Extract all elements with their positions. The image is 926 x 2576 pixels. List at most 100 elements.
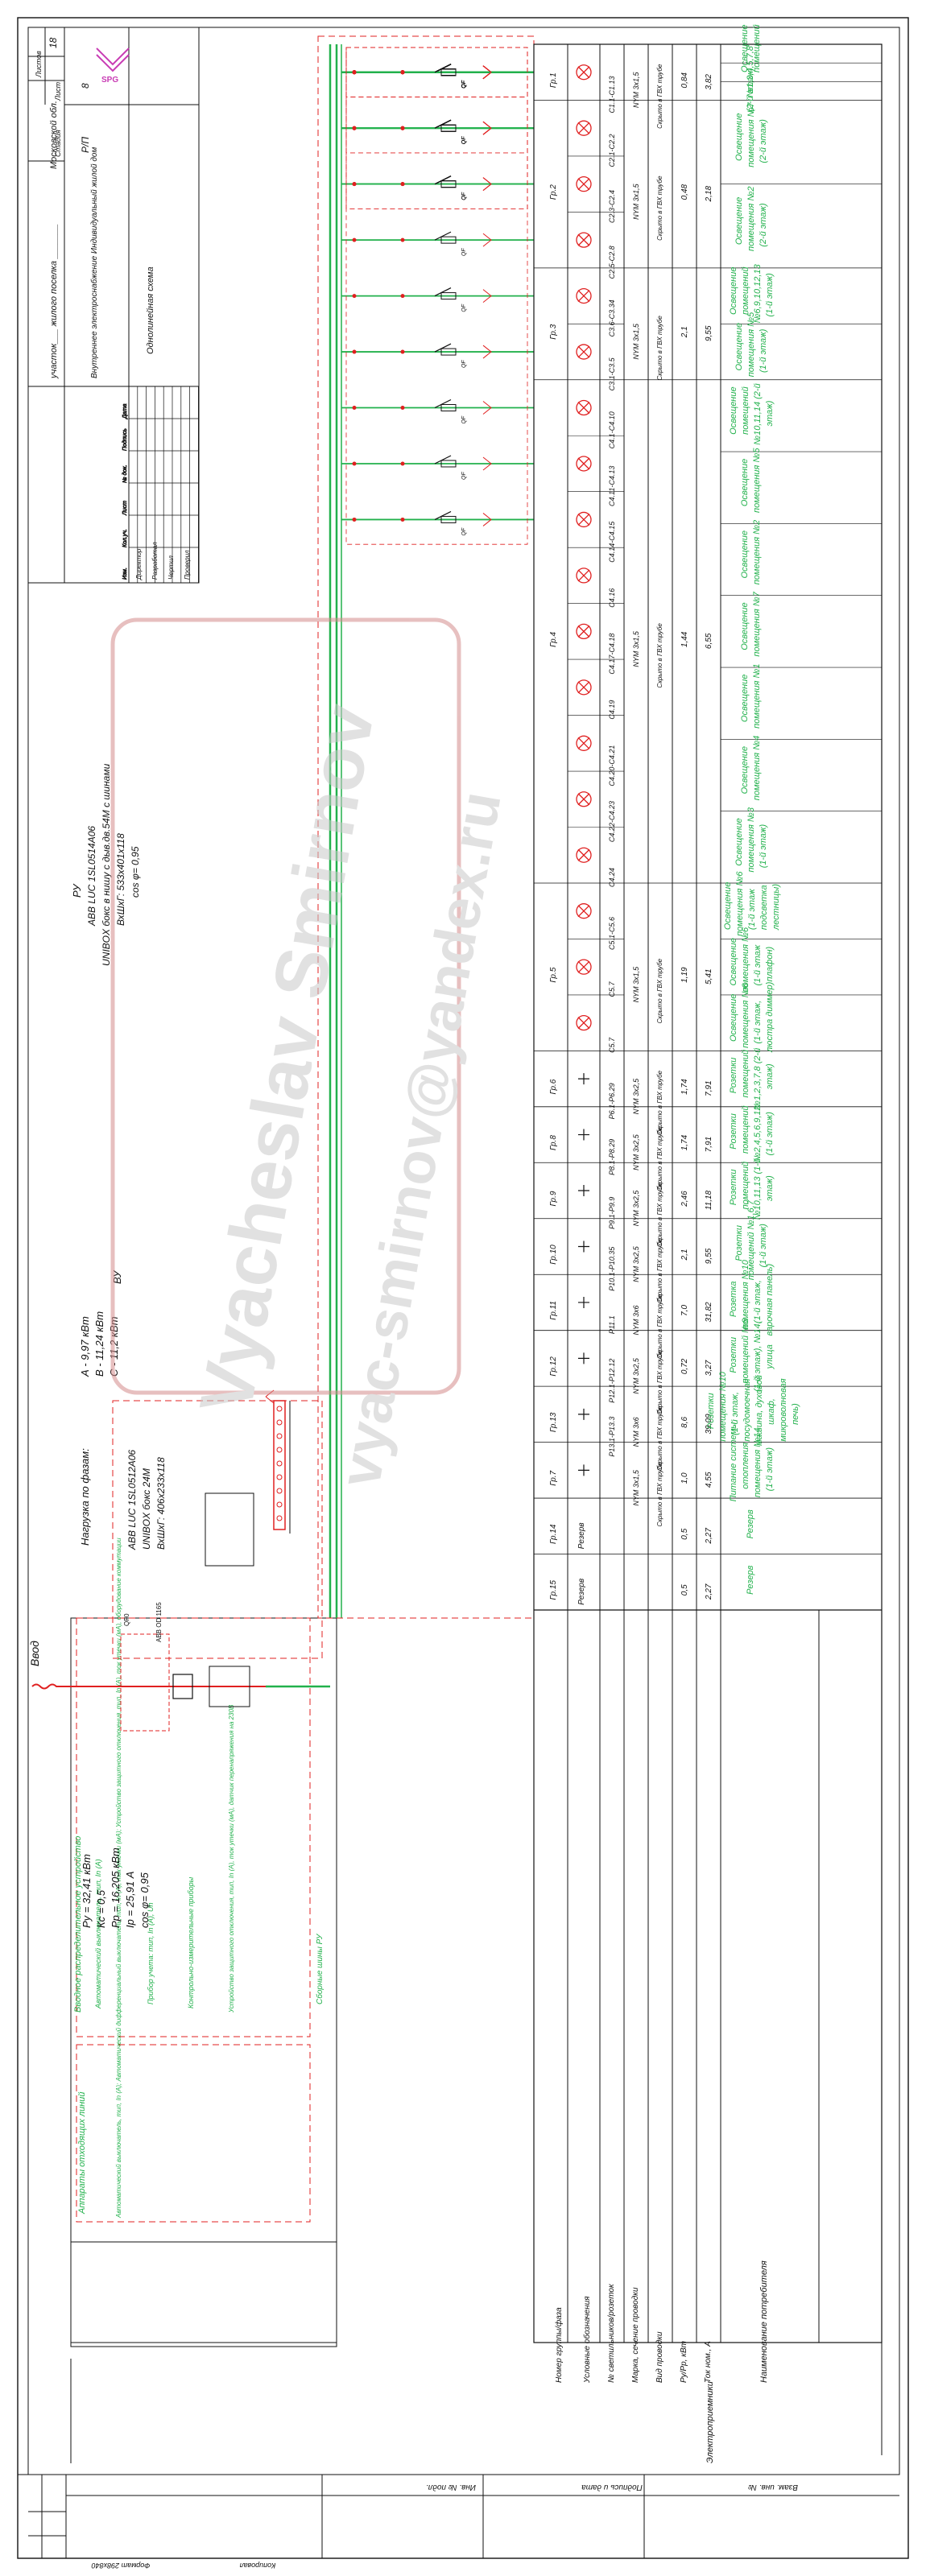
label-busbar: Сборные шины РУ	[315, 1933, 325, 2004]
lamp-symbol	[576, 511, 592, 528]
junction-dot	[400, 517, 405, 522]
consumer-name: (1-й этаж)	[759, 328, 768, 373]
junction-dot	[352, 406, 357, 411]
tb-h-sheets: Листов	[35, 51, 43, 78]
breaker-body	[440, 292, 457, 300]
left-labels: Вводное распределительное устройство Авт…	[70, 1538, 337, 2463]
power-value: 7,0	[680, 1305, 689, 1316]
lamp-ids: С5.7	[608, 1037, 616, 1053]
breaker-label: QF	[461, 303, 467, 312]
breaker-label: QF	[461, 192, 467, 200]
tb-role-director: Директор	[135, 548, 143, 580]
group-number: Гр.12	[549, 1356, 558, 1377]
pe-terminal	[276, 1406, 283, 1412]
breaker-label: QF	[461, 80, 467, 88]
vu-box: UNIBOX бокс 24М	[141, 1468, 152, 1550]
load-b: В - 11,24 кВт	[93, 1311, 105, 1377]
hdr-install: Вид проводки	[655, 2331, 664, 2383]
group-number: Гр.2	[549, 184, 558, 200]
power-value: 1,74	[680, 1134, 689, 1150]
vu-size: ВхШхГ: 406х233х118	[155, 1457, 167, 1550]
breaker-label: QF	[461, 472, 467, 480]
lamp-ids: С4.17-С4.18	[608, 634, 616, 675]
consumer-name: Освещение	[740, 459, 750, 506]
group-number: Гр.3	[549, 324, 558, 339]
consumer-name: Освещение	[740, 530, 750, 578]
lamp-cross	[577, 569, 590, 582]
label-out-apparatus: Аппараты отходящих линий	[77, 2092, 87, 2215]
cable-mark: NYM 3х1,5	[632, 966, 640, 1003]
socket-symbol	[578, 1185, 589, 1197]
breaker-contact	[434, 64, 452, 73]
install-type: Скрыто в ГВХ трубе	[656, 316, 663, 381]
tb-role-developer: Разработал	[151, 542, 159, 580]
tb-row-label-4: Подпись	[122, 428, 128, 451]
hdr-group: Номер группы/фаза	[554, 2307, 564, 2383]
current-value: 39,09	[705, 1414, 713, 1434]
lamp-ids: С4.1-С4.10	[608, 411, 616, 448]
lamp-symbol	[576, 1014, 592, 1031]
lamp-ids: С5.7	[608, 980, 616, 997]
consumer-name: помещения №5	[752, 448, 762, 513]
consumer-name: Освещение	[734, 114, 744, 161]
consumer-name: (1-й этаж), №14,	[753, 1321, 763, 1392]
tb-role-checker: Проверил	[184, 550, 191, 580]
rcd-mark	[482, 65, 492, 80]
lamp-symbol	[576, 64, 592, 80]
group-number: Гр.4	[549, 631, 558, 646]
hdr-receivers: Электроприемники	[705, 2381, 715, 2463]
breaker-label: QF	[461, 80, 467, 88]
consumer-name: Освещение	[740, 25, 750, 72]
install-type: Скрыто в ГВХ трубе	[656, 1406, 663, 1471]
junction-dot	[400, 182, 405, 187]
consumer-name: Розетки	[729, 1170, 738, 1206]
group-number: Гр.10	[549, 1245, 558, 1265]
junction-dot	[400, 294, 405, 299]
lamp-cross	[577, 402, 590, 414]
tb-region: Московской обл.	[49, 101, 59, 169]
install-type: Скрыто в ГВХ трубе	[656, 623, 663, 688]
consumer-name: этаж)	[765, 400, 775, 426]
breaker-label: QF	[461, 415, 467, 423]
lamp-symbol	[576, 568, 592, 584]
vu-enclosure	[112, 1400, 323, 1659]
power-value: 2,1	[680, 1249, 689, 1261]
reserve-label: Резерв	[577, 1579, 586, 1605]
breaker-body	[440, 404, 457, 412]
cable-mark: NYM 3х6	[632, 1417, 640, 1447]
label-control: Контрольно-измерительные приборы	[187, 1876, 195, 2008]
current-value: 3,27	[705, 1360, 713, 1376]
group-15: QF	[341, 47, 534, 97]
lamp-cross	[577, 960, 590, 973]
junction-dot	[400, 406, 405, 411]
breaker-body	[440, 236, 457, 244]
consumer-name: №6,9,10,12,13	[753, 263, 763, 323]
consumer-name: помещения №3	[746, 807, 756, 872]
lamp-ids: Р11.1	[608, 1315, 616, 1334]
bottom-stamps: Инв. № подл. Подпись и дата Взам. инв. №…	[28, 2475, 899, 2570]
cable-mark: NYM 3х1,5	[632, 1469, 640, 1506]
label-auto-switch: Автоматический выключатель, тип, In (A)	[94, 1859, 102, 2009]
consumer-name: Освещение	[729, 386, 738, 434]
install-type: Скрыто в ГВХ трубе	[656, 64, 663, 129]
lamp-ids: Р12.1-Р12.12	[608, 1359, 616, 1403]
lamp-ids: С4.19	[608, 700, 616, 720]
consumer-name: (2-й этаж)	[759, 203, 768, 247]
breaker-label: QF	[461, 80, 467, 88]
lamp-cross	[577, 737, 590, 749]
consumer-name: №1,3,4,5,7,8	[746, 45, 755, 97]
pe-terminal	[276, 1488, 283, 1494]
socket-symbol	[578, 1352, 589, 1364]
consumer-name: Розетки	[729, 1337, 738, 1373]
tb-row-label-1: Кол.уч.	[122, 529, 128, 547]
lamp-ids: Р13.1-Р13.3	[608, 1417, 616, 1457]
breaker-contact	[434, 343, 452, 353]
stamp-vzam: Взам. инв. №	[748, 2483, 798, 2491]
current-value: 7,91	[705, 1080, 713, 1096]
lamp-symbol	[576, 623, 592, 640]
sheet-frame	[17, 17, 909, 2559]
